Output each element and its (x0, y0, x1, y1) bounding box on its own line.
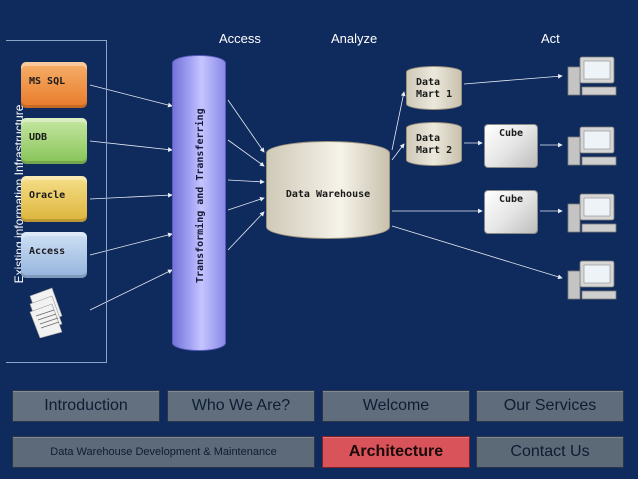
etl-cylinder (172, 55, 226, 351)
source-oracle: Oracle (21, 176, 87, 222)
cube-2: Cube (484, 190, 538, 234)
source-udb: UDB (21, 118, 87, 164)
arrow-etl-dw-5 (227, 211, 265, 251)
nav-contact-us-button[interactable]: Contact Us (476, 436, 624, 468)
arrow-udb-etl (89, 140, 173, 152)
header-analyze: Analyze (331, 31, 378, 46)
nav-who-we-are-button[interactable]: Who We Are? (167, 390, 315, 422)
data-mart-1-line2: Mart 1 (416, 89, 453, 100)
document-stack-icon (29, 287, 63, 338)
data-mart-2-line2: Mart 2 (416, 145, 453, 156)
source-mssql: MS SQL (21, 62, 87, 108)
arrow-docs-etl (89, 269, 173, 311)
arrow-mssql-etl (89, 84, 173, 108)
data-mart-1-line1: Data (416, 77, 441, 88)
desktop-computer-icon (567, 126, 617, 166)
arrow-etl-dw-2 (227, 139, 265, 167)
data-mart-2-line1: Data (416, 133, 441, 144)
arrow-etl-dw-4 (227, 196, 265, 211)
data-warehouse-label: Data Warehouse (285, 189, 371, 200)
nav-dw-development-button[interactable]: Data Warehouse Development & Maintenance (12, 436, 315, 468)
nav-architecture-button[interactable]: Architecture (322, 436, 470, 468)
arrow-mart1-pc1 (463, 73, 563, 85)
arrow-dw-mart1 (391, 91, 406, 151)
arrow-access-etl (89, 232, 173, 256)
arrow-etl-dw-3 (227, 179, 265, 185)
arrow-dw-pc4 (391, 225, 563, 280)
cube-1: Cube (484, 124, 538, 168)
data-mart-1: Data Mart 1 (406, 66, 462, 110)
etl-label: Transforming and Transferring (195, 108, 206, 283)
arrow-oracle-etl (89, 192, 173, 200)
data-mart-2: Data Mart 2 (406, 122, 462, 166)
nav-our-services-button[interactable]: Our Services (476, 390, 624, 422)
nav-welcome-button[interactable]: Welcome (322, 390, 470, 422)
desktop-computer-icon (567, 56, 617, 96)
source-access: Access (21, 232, 87, 278)
header-act: Act (541, 31, 560, 46)
infrastructure-bracket (6, 40, 107, 363)
desktop-computer-icon (567, 193, 617, 233)
data-warehouse-cylinder (266, 141, 390, 239)
nav-introduction-button[interactable]: Introduction (12, 390, 160, 422)
arrow-dw-mart2 (391, 143, 405, 161)
arrow-etl-dw-1 (227, 99, 265, 153)
desktop-computer-icon (567, 260, 617, 300)
header-access: Access (219, 31, 261, 46)
